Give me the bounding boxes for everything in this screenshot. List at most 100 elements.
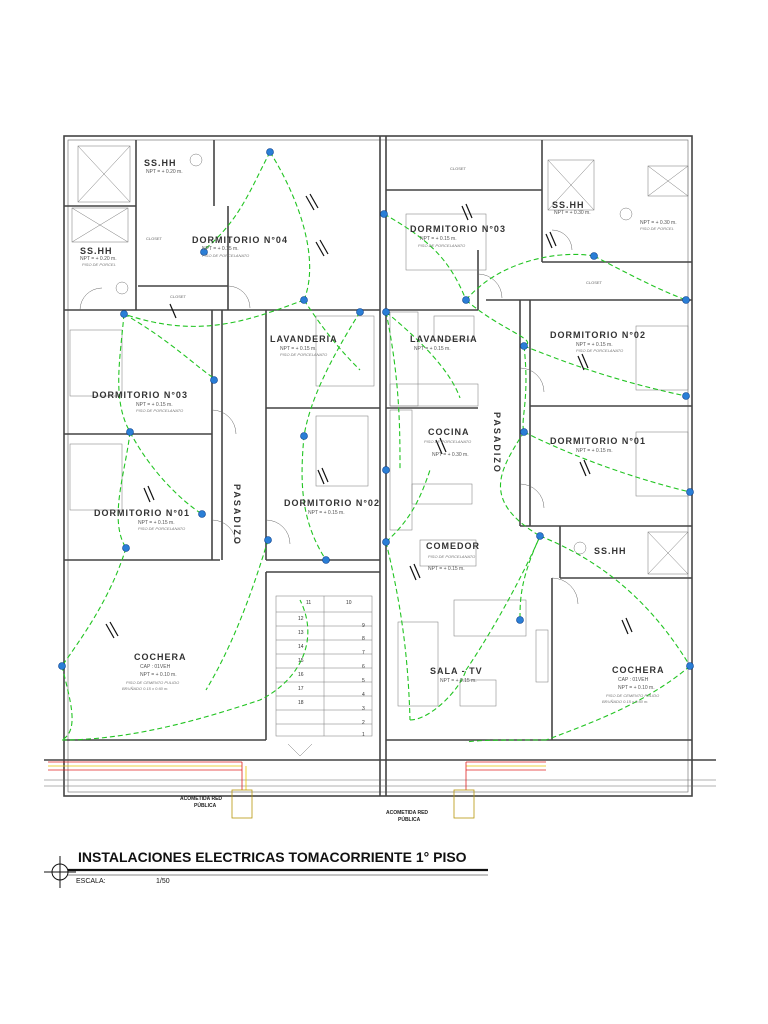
room-label-sshh: SS.HH [144,158,177,168]
outlet-marker [682,392,690,400]
acometida-label-left-2: PÚBLICA [194,802,217,809]
outlet-marker [686,488,694,496]
stair-step-number: 2 [362,720,365,726]
outlet-marker [686,662,694,670]
floor-note: BRUÑADO 0.15 x 0.60 m. [122,686,168,691]
floor-note: PISO DE PORCEL [640,226,674,231]
outlet-marker [462,296,470,304]
stair-step-number: 14 [298,644,304,650]
outlet-marker [516,616,524,624]
room-label-cochera-right: COCHERA [612,665,665,675]
stair-step-number: 3 [362,706,365,712]
room-label-sshh: SS.HH [80,246,113,256]
outlet-marker [200,248,208,256]
outlet-marker [210,376,218,384]
floor-note: PISO DE PORCELANATO [418,243,465,248]
outlet-marker [300,296,308,304]
switch-marks [105,193,633,639]
room-notes: NPT = + 0.20 m. NPT = + 0.20 m. PISO DE … [80,166,677,704]
level-note: NPT = + 0.10 m. [140,672,177,678]
stair-step-number: 9 [362,623,365,629]
room-label-sala-tv: SALA - TV [430,666,483,676]
level-note: NPT = + 0.30 m. [432,452,469,458]
stair-step-number: 18 [298,700,304,706]
level-note: NPT = + 0.20 m. [146,169,183,175]
outlet-marker [536,532,544,540]
stair-step-number: 12 [298,616,304,622]
service-entrance [48,761,546,819]
level-note: NPT = + 0.15 m. [414,346,451,352]
drawing-title: INSTALACIONES ELECTRICAS TOMACORRIENTE 1… [78,849,467,865]
room-labels: SS.HH SS.HH SS.HH SS.HH DORMITORIO N°04 … [80,158,665,676]
room-label-dormitorio-02-right: DORMITORIO N°02 [550,330,646,340]
circuits [61,151,691,743]
room-label-dormitorio-02-center: DORMITORIO N°02 [284,498,380,508]
stair-step-number: 17 [298,686,304,692]
outlet-marker [300,432,308,440]
outlet-marker [382,308,390,316]
capacity-note: CAP : 01VEH [140,664,171,670]
stair-step-number: 15 [298,658,304,664]
level-note: NPT = + 0.15 m. [420,236,457,242]
room-label-dormitorio-03-left: DORMITORIO N°03 [92,390,188,400]
scale-value: 1/50 [156,878,170,885]
stair-step-number: 8 [362,636,365,642]
stair-step-number: 4 [362,692,365,698]
floor-note: PISO DE CEMENTO PULIDO [606,693,659,698]
outlet-marker [126,428,134,436]
room-label-sshh: SS.HH [594,546,627,556]
outlet-marker [198,510,206,518]
outlet-marker [122,544,130,552]
floor-note: PISO DE PORCELANATO [202,253,249,258]
outlet-marker [590,252,598,260]
outlet-marker [266,148,274,156]
level-note: NPT = + 0.15 m. [202,246,239,252]
doors [79,229,579,605]
floor-note: PISO DE PORCELANATO [136,408,183,413]
stair-step-number: 13 [298,630,304,636]
outlet-marker [380,210,388,218]
level-note: NPT = + 0.15 m. [308,510,345,516]
closet-label: CLOSET [450,166,467,171]
outlets [58,148,694,670]
level-note: NPT = + 0.30 m. [554,210,591,216]
corridor-label-left: PASADIZO [232,484,242,546]
outlet-marker [382,466,390,474]
floor-note: PISO DE PORCELANATO [428,554,475,559]
scale-label: ESCALA: [76,878,106,885]
floor-note: BRUÑADO 0.15 x 0.60 m. [602,699,648,704]
room-label-dormitorio-01-left: DORMITORIO N°01 [94,508,190,518]
floor-note: PISO DE PORCEL [82,262,116,267]
stair-step-number: 1 [362,732,365,738]
stair-step-number: 6 [362,664,365,670]
stair-step-number: 16 [298,672,304,678]
closet-label: CLOSET [170,294,187,299]
level-note: NPT = + 0.15 m. [576,448,613,454]
outlet-marker [322,556,330,564]
room-label-comedor: COMEDOR [426,541,480,551]
room-label-sshh: SS.HH [552,200,585,210]
fixtures [69,145,689,757]
level-note: NPT = + 0.15 m. [280,346,317,352]
floor-note: PISO DE PORCELANATO [138,526,185,531]
level-note: NPT = + 0.15 m. [428,566,465,572]
stair-numbers: 11 10 12 9 13 8 14 7 15 6 16 5 17 4 18 3… [298,600,365,738]
stair-step-number: 7 [362,650,365,656]
outlet-marker [520,428,528,436]
room-label-dormitorio-04: DORMITORIO N°04 [192,235,288,245]
outlet-marker [520,342,528,350]
stair-step-number: 11 [306,600,311,606]
level-note: NPT = + 0.10 m. [618,685,655,691]
capacity-note: CAP : 01VEH [618,677,649,683]
acometida-label-right: ACOMETIDA RED [386,810,428,816]
floor-note: PISO DE PORCELANATO [576,348,623,353]
level-note: NPT = + 0.15 m. [136,402,173,408]
level-note: NPT = + 0.15 m. [576,342,613,348]
stair-step-number: 10 [346,600,352,606]
room-label-dormitorio-03-right: DORMITORIO N°03 [410,224,506,234]
outlet-marker [120,310,128,318]
level-note: NPT = + 0.15 m. [138,520,175,526]
acometida-labels: ACOMETIDA RED PÚBLICA ACOMETIDA RED PÚBL… [180,796,428,823]
closet-label: CLOSET [146,236,163,241]
